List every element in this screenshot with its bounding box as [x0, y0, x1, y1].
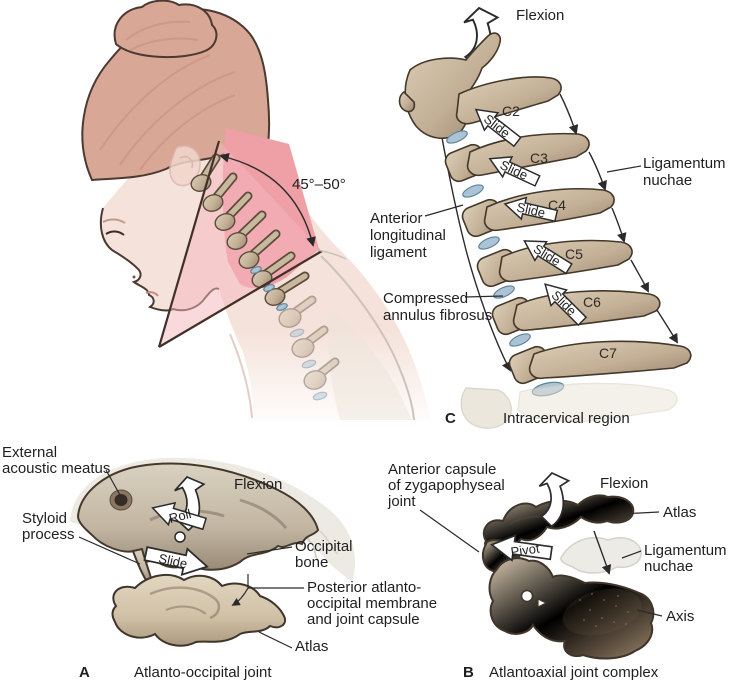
ghost-t1	[460, 382, 678, 429]
compressed-annulus-label2: annulus fibrosus	[383, 307, 492, 324]
slide-label: Slide	[157, 551, 188, 572]
axis-stipple	[579, 593, 629, 627]
atlas-leader	[258, 631, 293, 649]
capsule-label1: Anterior capsule	[388, 461, 496, 478]
chest-contour	[229, 333, 253, 419]
pivot-point-dot	[174, 531, 186, 543]
ghost-thoracic-plate	[328, 310, 412, 420]
lips	[145, 291, 159, 297]
capsule-leader	[419, 509, 480, 553]
panel-c-caption: Intracervical region	[503, 410, 630, 427]
styloid-leader	[78, 536, 141, 565]
atlas-shading2	[165, 605, 207, 615]
ear-inner-line	[179, 156, 194, 169]
spinous-processes	[466, 132, 692, 380]
vertebra-label-c5: C5	[565, 246, 583, 262]
atlas-bone-b	[482, 494, 635, 550]
external-meatus-label1: External	[2, 444, 57, 461]
small-triangle-marker	[537, 598, 548, 608]
vertebra-label-c7: C7	[599, 345, 617, 361]
eye	[105, 230, 125, 236]
panel-a-atlanto-occipital: Roll Slide Flexion External acoustic mea…	[2, 444, 437, 681]
acoustic-meatus-hole	[114, 494, 128, 506]
panel-b-caption: Atlantoaxial joint complex	[489, 664, 659, 681]
ligamentum-nuchae-leader	[606, 165, 642, 173]
ligamentum-label1: Ligamentum	[644, 542, 727, 559]
compressed-annulus-label1: Compressed	[383, 290, 468, 307]
slide-label: Slide	[515, 199, 547, 220]
panel-a-letter: A	[79, 664, 90, 681]
axis-leader	[636, 609, 663, 617]
occipital-label2: bone	[295, 554, 328, 571]
atlas-label: Atlas	[295, 638, 328, 655]
panel-c-intracervical: Flexion	[370, 4, 726, 429]
vertebra-label-c6: C6	[583, 294, 601, 310]
ghost-thoracic-spine	[278, 295, 340, 401]
eyebrow	[102, 218, 126, 224]
compressed-annulus-leader	[464, 295, 504, 298]
panel-c-letter: C	[445, 410, 456, 427]
atlas-shading	[149, 586, 221, 620]
styloid-label1: Styloid	[22, 510, 67, 527]
membrane-leader	[247, 574, 304, 589]
occipital-shading2	[239, 498, 288, 529]
membrane-curved-arrow	[231, 587, 249, 606]
hair-bun	[113, 0, 218, 59]
membrane-label2: occipital membrane	[307, 595, 437, 612]
ligamentum-stretch-arrow	[593, 530, 612, 575]
occipital-leader	[246, 546, 293, 555]
pivot-label: Pivot	[510, 541, 541, 560]
flexion-angle-label: 45°–50°	[292, 176, 346, 193]
flexion-label: Flexion	[234, 476, 282, 493]
all-label1: Anterior	[370, 210, 423, 227]
all-label3: ligament	[370, 244, 428, 261]
occipital-label1: Occipital	[295, 538, 353, 555]
ligamentum-leader	[621, 550, 642, 559]
flexion-label: Flexion	[516, 7, 564, 24]
axis-plate-texture	[562, 588, 642, 636]
panel-b-letter: B	[463, 664, 474, 681]
flexion-label: Flexion	[600, 475, 648, 492]
styloid-label2: process	[22, 526, 75, 543]
ligamentum-nuchae-label: Ligamentum	[643, 155, 726, 172]
external-meatus-label2: acoustic meatus	[2, 460, 110, 477]
panel-a-caption: Atlanto-occipital joint	[134, 664, 272, 681]
capsule-label3: joint	[387, 493, 416, 510]
c2-vertebra	[404, 32, 502, 139]
axis-bone	[488, 557, 655, 660]
ghost-tick	[316, 249, 347, 260]
ghost-ligamentum-shape	[560, 536, 642, 574]
roll-label: Roll	[167, 506, 192, 526]
membrane-label3: and joint capsule	[307, 611, 420, 628]
nostril	[132, 275, 136, 279]
range-arc-double-arrow-icon	[219, 152, 316, 247]
meatus-leader	[105, 469, 121, 496]
ligamentum-nuchae-arrows	[559, 93, 679, 344]
c2-left-nub	[398, 90, 416, 113]
vertebra-labels: C2 C3 C4 C5 C6 C7	[502, 103, 617, 361]
hair-strands	[99, 20, 236, 171]
membrane-label1: Posterior atlanto-	[307, 579, 421, 596]
pivot-point-dot	[520, 589, 534, 603]
atlas-bone-a	[111, 573, 286, 647]
vertebra-label-c4: C4	[548, 197, 566, 213]
atlas-label: Atlas	[663, 504, 696, 521]
axis-label: Axis	[666, 608, 694, 625]
shoulder-contour	[320, 255, 415, 421]
flexion-range-triangle-edges	[157, 140, 323, 348]
all-label2: longitudinal	[370, 227, 446, 244]
ligamentum-label2: nuchae	[644, 558, 693, 575]
head-flexion-illustration: 45°–50°	[81, 0, 440, 421]
panel-b-atlantoaxial: Flexion Pivot Anterior capsule of zygapo…	[387, 461, 727, 681]
atlas-leader	[620, 511, 660, 515]
vertebra-label-c2: C2	[502, 103, 520, 119]
ligamentum-nuchae-label2: nuchae	[643, 172, 692, 189]
vertebra-label-c3: C3	[530, 150, 548, 166]
all-leader	[424, 204, 464, 217]
suture-line2	[317, 529, 339, 555]
capsule-label2: of zygapophyseal	[388, 477, 505, 494]
